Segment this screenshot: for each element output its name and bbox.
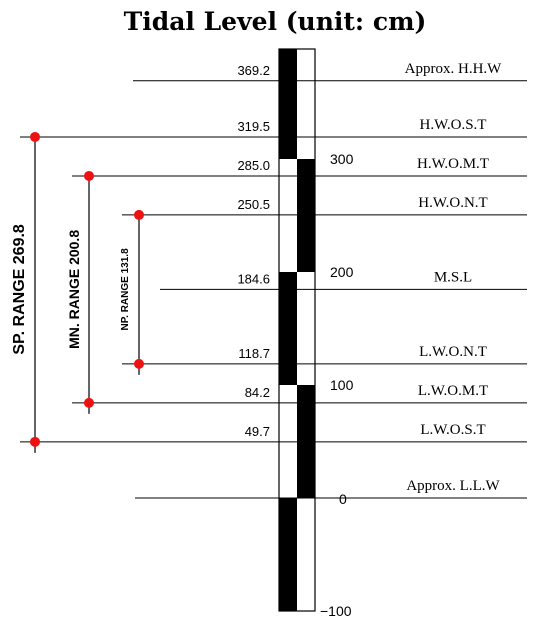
level-name: H.W.O.S.T [420,117,487,133]
level-value: 250.5 [237,197,270,212]
staff-ticks: 300 200 100 0 −100 [320,151,354,619]
level-value: 84.2 [245,385,270,400]
level-name: L.W.O.S.T [420,422,485,438]
level-name: L.W.O.M.T [418,383,488,399]
level-name: Approx. L.L.W [406,478,500,494]
staff-tick-label: 300 [330,151,354,167]
level-value: 319.5 [237,119,270,134]
level-value: 369.2 [237,63,270,78]
tidal-ranges: SP. RANGE 269.8 MN. RANGE 200.8 NP. RANGE … [11,131,144,453]
range-bottom-marker [134,358,144,369]
range-bottom-marker [30,436,40,447]
staff-block [279,49,297,159]
level-name: M.S.L [434,269,472,285]
diagram-title: Tidal Level (unit: cm) [124,7,427,36]
range-top-marker [134,209,144,220]
level-name: H.W.O.N.T [418,195,487,211]
range-bottom-marker [84,397,94,408]
staff-tick-label: 100 [330,377,354,393]
level-name: Approx. H.H.W [405,61,502,77]
level-value: 184.6 [237,271,270,286]
staff-block [279,272,297,385]
range-label: NP. RANGE 131.8 [120,248,131,331]
staff-tick-label: 200 [330,264,354,280]
range-label: MN. RANGE 200.8 [66,230,82,349]
staff-tick-label: −100 [320,603,352,619]
staff-tick-label: 0 [339,491,347,507]
level-value: 118.7 [238,346,270,361]
level-value: 49.7 [245,424,270,439]
staff-block [279,498,297,611]
range-top-marker [30,131,40,142]
staff-block [297,159,315,272]
range-top-marker [84,170,94,181]
tide-staff [278,48,316,612]
level-name: H.W.O.M.T [417,156,489,172]
range-label: SP. RANGE 269.8 [11,224,28,355]
level-name: L.W.O.N.T [419,344,487,360]
level-value: 285.0 [237,158,270,173]
